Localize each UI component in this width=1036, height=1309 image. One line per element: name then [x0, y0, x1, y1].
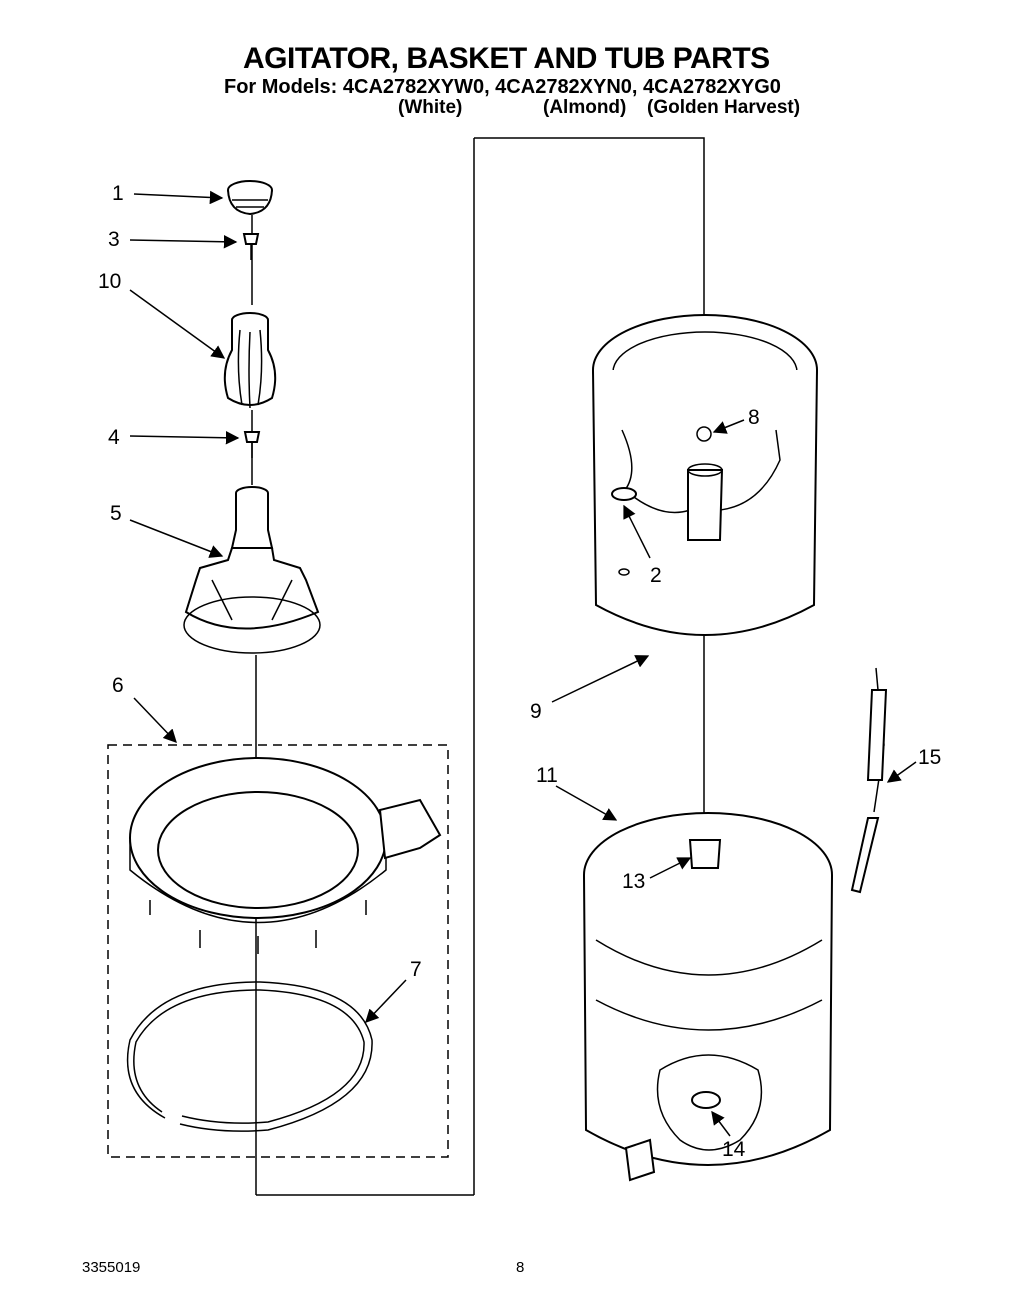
callout-6: 6: [112, 674, 124, 697]
page-number: 8: [516, 1259, 525, 1276]
callout-10: 10: [98, 270, 121, 293]
callout-1: 1: [112, 182, 124, 205]
variant-golden-harvest: (Golden Harvest): [647, 97, 801, 118]
callout-15: 15: [918, 746, 941, 769]
drain-hose: [850, 667, 888, 894]
callout-9: 9: [530, 700, 542, 723]
tub-ring-assembly: [107, 744, 449, 1158]
callout-8: 8: [748, 406, 760, 429]
bolt-top: [242, 233, 260, 260]
callout-7: 7: [410, 958, 422, 981]
snap-ring: [126, 981, 373, 1132]
bolt-lower: [243, 431, 261, 458]
variant-almond: (Almond): [543, 97, 627, 118]
callout-arrows: [129, 190, 917, 1137]
callout-4: 4: [108, 426, 120, 449]
callout-labels: 1 3 10 4 5 6 7 8 2 9 11 13 14 15: [98, 182, 941, 1161]
variant-white: (White): [398, 97, 463, 118]
callout-11: 11: [536, 764, 558, 787]
callout-5: 5: [110, 502, 122, 525]
agitator-base: [183, 486, 321, 654]
callout-3: 3: [108, 228, 120, 251]
outer-tub: [583, 812, 833, 1182]
callout-2: 2: [650, 564, 662, 587]
page-title: AGITATOR, BASKET AND TUB PARTS: [243, 42, 770, 75]
document-number: 3355019: [82, 1259, 141, 1276]
models-line: For Models: 4CA2782XYW0, 4CA2782XYN0, 4C…: [224, 76, 781, 98]
agitator-cam: [223, 312, 277, 409]
wash-basket: [592, 314, 818, 636]
callout-14: 14: [722, 1138, 746, 1161]
connector-lines: [251, 137, 705, 1196]
agitator-cap: [227, 180, 273, 216]
callout-13: 13: [622, 870, 645, 893]
